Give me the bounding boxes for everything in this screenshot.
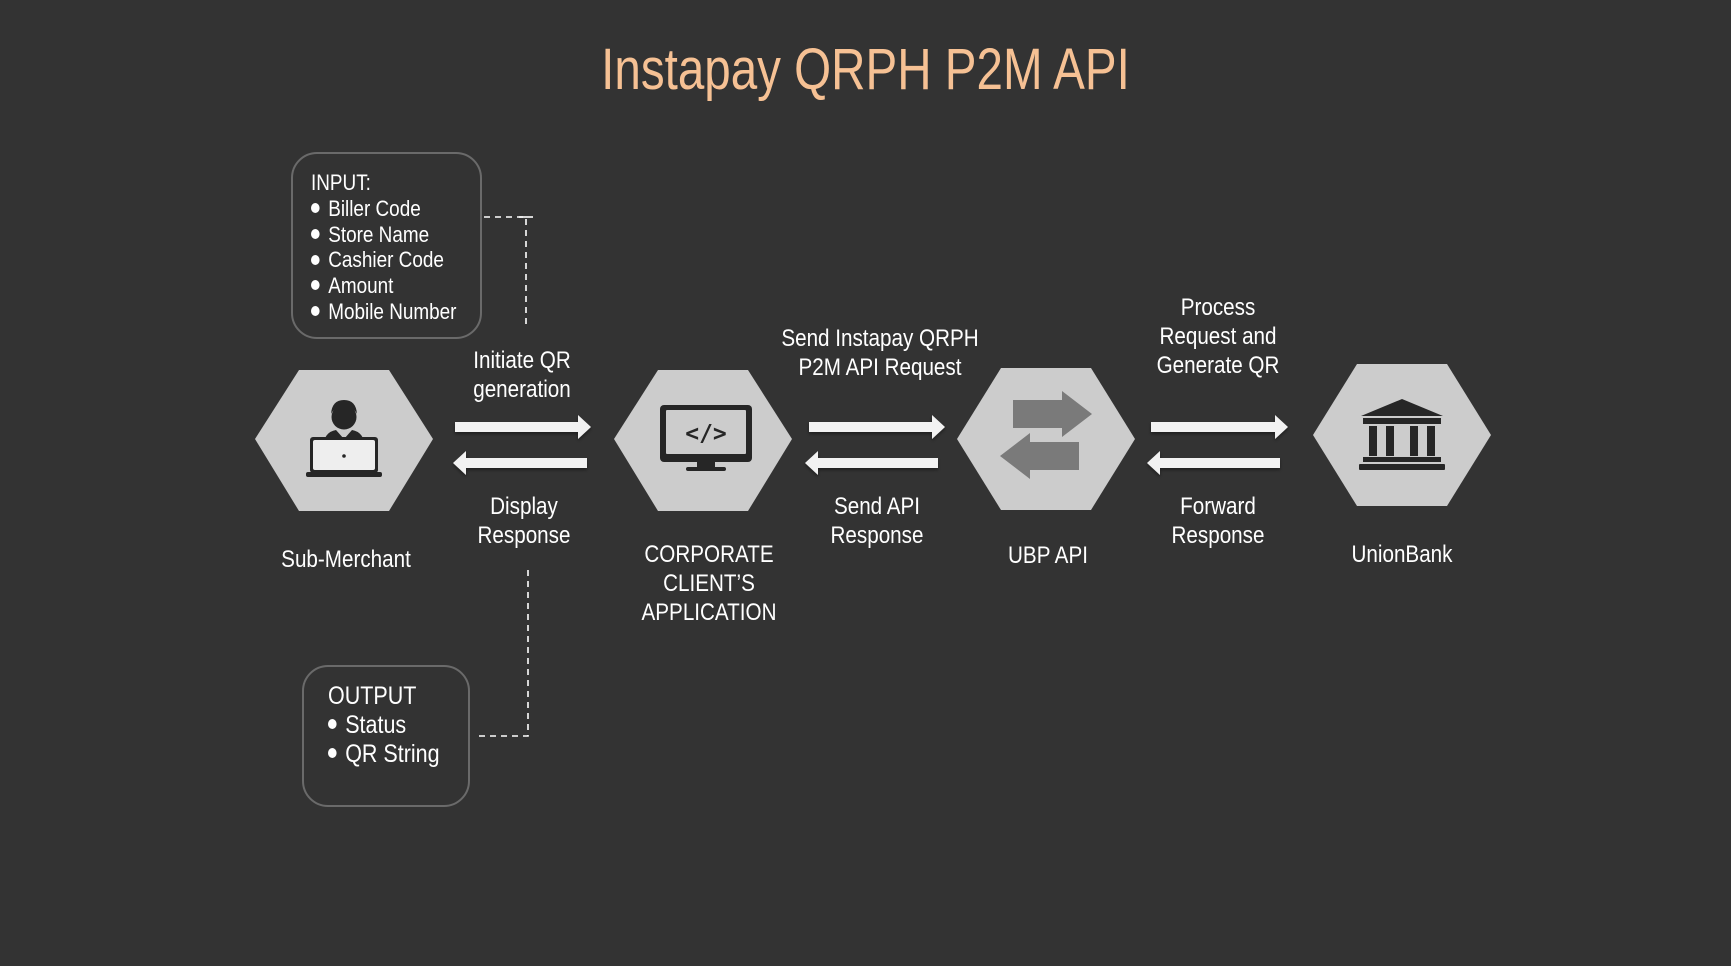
process-label: Process Request and Generate QR	[1156, 294, 1280, 379]
input-heading: INPUT:	[311, 170, 371, 195]
forward-arrow	[1147, 451, 1280, 475]
input-item-biller-code: Biller Code	[311, 196, 456, 222]
page-title: Instapay QRPH P2M API	[601, 37, 1130, 102]
ubp-api-label: UBP API	[1008, 542, 1088, 569]
sub-merchant-label: Sub-Merchant	[281, 546, 411, 573]
output-item-status: Status	[328, 711, 448, 740]
bank-icon	[1359, 399, 1445, 470]
output-heading: OUTPUT	[328, 682, 417, 710]
send-request-label: Send Instapay QRPH P2M API Request	[781, 325, 979, 381]
corporate-label: CORPORATE CLIENT’S APPLICATION	[641, 541, 777, 626]
input-connector-line	[484, 216, 527, 326]
input-item-store-name: Store Name	[311, 222, 456, 248]
unionbank-label: UnionBank	[1351, 541, 1453, 568]
unionbank-hexagon	[1313, 364, 1491, 506]
send-api-response-label: Send API Response	[830, 493, 924, 549]
output-connector-line	[475, 570, 529, 737]
output-box: OUTPUT Status QR String	[302, 665, 470, 807]
input-item-cashier-code: Cashier Code	[311, 247, 456, 273]
exchange-arrows-icon	[1000, 391, 1092, 479]
display-label: Display Response	[477, 493, 571, 549]
person-laptop-icon	[306, 400, 382, 477]
svg-text:</>: </>	[685, 421, 727, 447]
input-list: Biller Code Store Name Cashier Code Amou…	[311, 196, 456, 325]
forward-label: Forward Response	[1171, 493, 1265, 549]
initiate-label: Initiate QR generation	[473, 347, 571, 403]
input-item-mobile-number: Mobile Number	[311, 299, 456, 325]
process-arrow	[1151, 415, 1288, 439]
output-item-qr-string: QR String	[328, 740, 448, 769]
send-request-arrow	[809, 415, 945, 439]
input-item-amount: Amount	[311, 273, 456, 299]
output-list: Status QR String	[328, 711, 448, 769]
display-arrow	[453, 451, 587, 475]
input-box: INPUT: Biller Code Store Name Cashier Co…	[291, 152, 482, 339]
ubp-api-hexagon	[957, 368, 1135, 510]
send-api-response-arrow	[805, 451, 938, 475]
initiate-arrow	[455, 415, 591, 439]
code-monitor-icon: </>	[660, 405, 752, 471]
